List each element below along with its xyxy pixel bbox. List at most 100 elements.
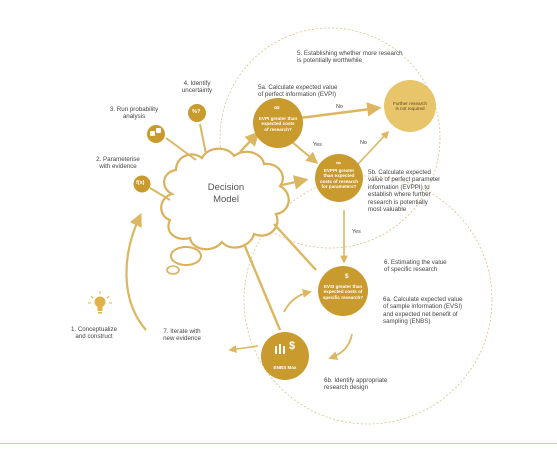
evppi-node-text: EVPPI greater than expected costs of res… [318, 168, 360, 190]
further-research-node [384, 80, 436, 132]
step-5b-line1: 5b. Calculate expected [368, 169, 431, 176]
edge-label-yes-1: Yes [313, 142, 322, 148]
step-6-line2: of specific research [384, 266, 438, 274]
further-research-text: Further research is not required [388, 101, 432, 112]
percent-question-icon: %? [192, 109, 201, 115]
step-3-label: 3. Run probability analysis [104, 106, 164, 121]
step-5b-line6: most valuable [368, 206, 407, 214]
step-5-line2: is potentially worthwhile [297, 57, 362, 65]
step-6a-label: 6a. Calculate expected value of sample i… [383, 296, 462, 326]
evsi-node [318, 266, 368, 316]
step-5b-line3: information (EVPPI) to [368, 183, 430, 191]
lightbulb-icon [88, 291, 112, 314]
step-3-icon-circle [147, 125, 165, 143]
evppi-text-line3: costs of research [319, 178, 359, 184]
bottom-divider [0, 443, 557, 444]
spoke-s4 [199, 123, 207, 155]
edge-label-no-1: No [336, 104, 343, 110]
step-5b-line2: value of perfect parameter [368, 176, 441, 184]
arrow-cloud-to-evsi [273, 223, 317, 271]
step-1-line2: and construct [75, 333, 113, 341]
step-7-line1: 7. Iterate with [163, 328, 201, 335]
evsi-text-line2: expected costs of [323, 289, 363, 295]
step-4-line1: 4. Identify [183, 80, 211, 87]
step-6-line1: 6. Estimating the value [384, 259, 447, 266]
arrow-evpi-yes [291, 141, 319, 164]
decision-model-line2: Model [213, 194, 239, 205]
step-5a-line1: 5a. Calculate expected value [258, 84, 338, 91]
step-2-label: 2. Parameterise with evidence [86, 156, 150, 171]
arrow-cloud-to-enbs [242, 243, 282, 331]
step-6-label: 6. Estimating the value of specific rese… [384, 259, 447, 274]
dollar-icon-evsi: $ [345, 273, 349, 280]
step-6a-line3: and expected net benefit of [383, 310, 458, 318]
stage-6-dashed-boundary [243, 175, 493, 425]
decision-model-cloud [160, 147, 290, 275]
evpi-node-text: EVPI greater than expected costs of rese… [256, 116, 300, 132]
evpi-text-line2: expected costs [261, 121, 295, 127]
evpi-node [253, 98, 303, 148]
infinity-icon-evpi: ∞ [274, 103, 280, 112]
arrow-cloud-to-evppi [281, 175, 309, 190]
step-1-line1: 1. Conceptualize [70, 326, 118, 333]
step-2-line1: 2. Parameterise [96, 156, 140, 163]
further-text-line1: Further research [393, 101, 427, 106]
dice-icon [150, 128, 161, 136]
evpi-text-line1: EVPI greater than [258, 116, 298, 121]
step-4-line2: uncertainty [181, 87, 213, 95]
enbs-text-line1: ENBS Max [273, 365, 297, 370]
step-3-line1: 3. Run probability [109, 106, 159, 113]
enbs-node [261, 332, 309, 380]
step-6b-label: 6b. Identify appropriate research design [324, 377, 387, 392]
edge-label-yes-2: Yes [352, 229, 361, 235]
step-5-label: 5. Establishing whether more research is… [297, 50, 403, 65]
feedback-arc [125, 213, 147, 331]
stage-5-dashed-boundary [219, 27, 441, 249]
decision-model-title: Decision Model [198, 182, 254, 206]
evpi-text-line3: of research? [264, 126, 292, 132]
function-icon: f(x) [136, 180, 145, 186]
step-5b-line4: establish where further [368, 191, 431, 199]
step-4-icon-circle [188, 104, 206, 122]
cycle-arrow-lower [328, 333, 353, 360]
evppi-text-line2: than expected [323, 173, 355, 179]
step-7-label: 7. Iterate with new evidence [152, 328, 212, 343]
step-6b-line2: research design [324, 384, 369, 392]
step-6a-line2: of sample information (EVSI) [383, 303, 463, 311]
decision-model-line1: Decision [207, 182, 245, 193]
infinity-icon-evppi: ∞ [336, 160, 341, 167]
dollar-icon-enbs: $ [289, 340, 296, 352]
step-5a-line2: of perfect information (EVPI) [258, 91, 337, 99]
arrow-cloud-to-evpi [239, 131, 260, 153]
step-6a-line4: sampling (ENBS) [383, 318, 431, 326]
step-4-label: 4. Identify uncertainty [170, 80, 224, 95]
arrow-evppi-no [357, 130, 390, 165]
edge-label-no-2: No [360, 140, 367, 146]
bar-chart-icon [275, 344, 285, 354]
spoke-s2 [149, 187, 171, 201]
step-5b-label: 5b. Calculate expected value of perfect … [368, 169, 440, 213]
step-6b-line1: 6b. Identify appropriate [324, 377, 388, 384]
spoke-s3 [165, 137, 197, 161]
step-5a-label: 5a. Calculate expected value of perfect … [258, 84, 337, 99]
arrow-evpi-no [299, 102, 382, 120]
evppi-node [315, 154, 363, 202]
enbs-node-text: ENBS Max [265, 365, 305, 370]
step-5b-line5: research is potentially [368, 198, 428, 206]
step-2-line2: with evidence [99, 163, 137, 171]
evsi-text-line1: EVSI greater than [323, 284, 363, 289]
evsi-node-text: EVSI greater than expected costs of spec… [321, 284, 365, 300]
step-5-line1: 5. Establishing whether more research [297, 50, 403, 57]
arrow-iterate [228, 345, 259, 354]
further-text-line2: is not required [395, 106, 425, 112]
evppi-text-line1: EVPPI greater [323, 168, 355, 173]
evsi-text-line3: specific research? [322, 294, 364, 300]
step-7-line2: new evidence [163, 335, 201, 343]
evppi-text-line4: for parameters? [321, 184, 357, 190]
step-1-label: 1. Conceptualize and construct [62, 326, 126, 341]
step-6a-line1: 6a. Calculate expected value [383, 296, 463, 303]
step-3-line2: analysis [122, 113, 146, 121]
cycle-arrow-upper [283, 289, 312, 313]
step-2-icon-circle [133, 175, 151, 193]
